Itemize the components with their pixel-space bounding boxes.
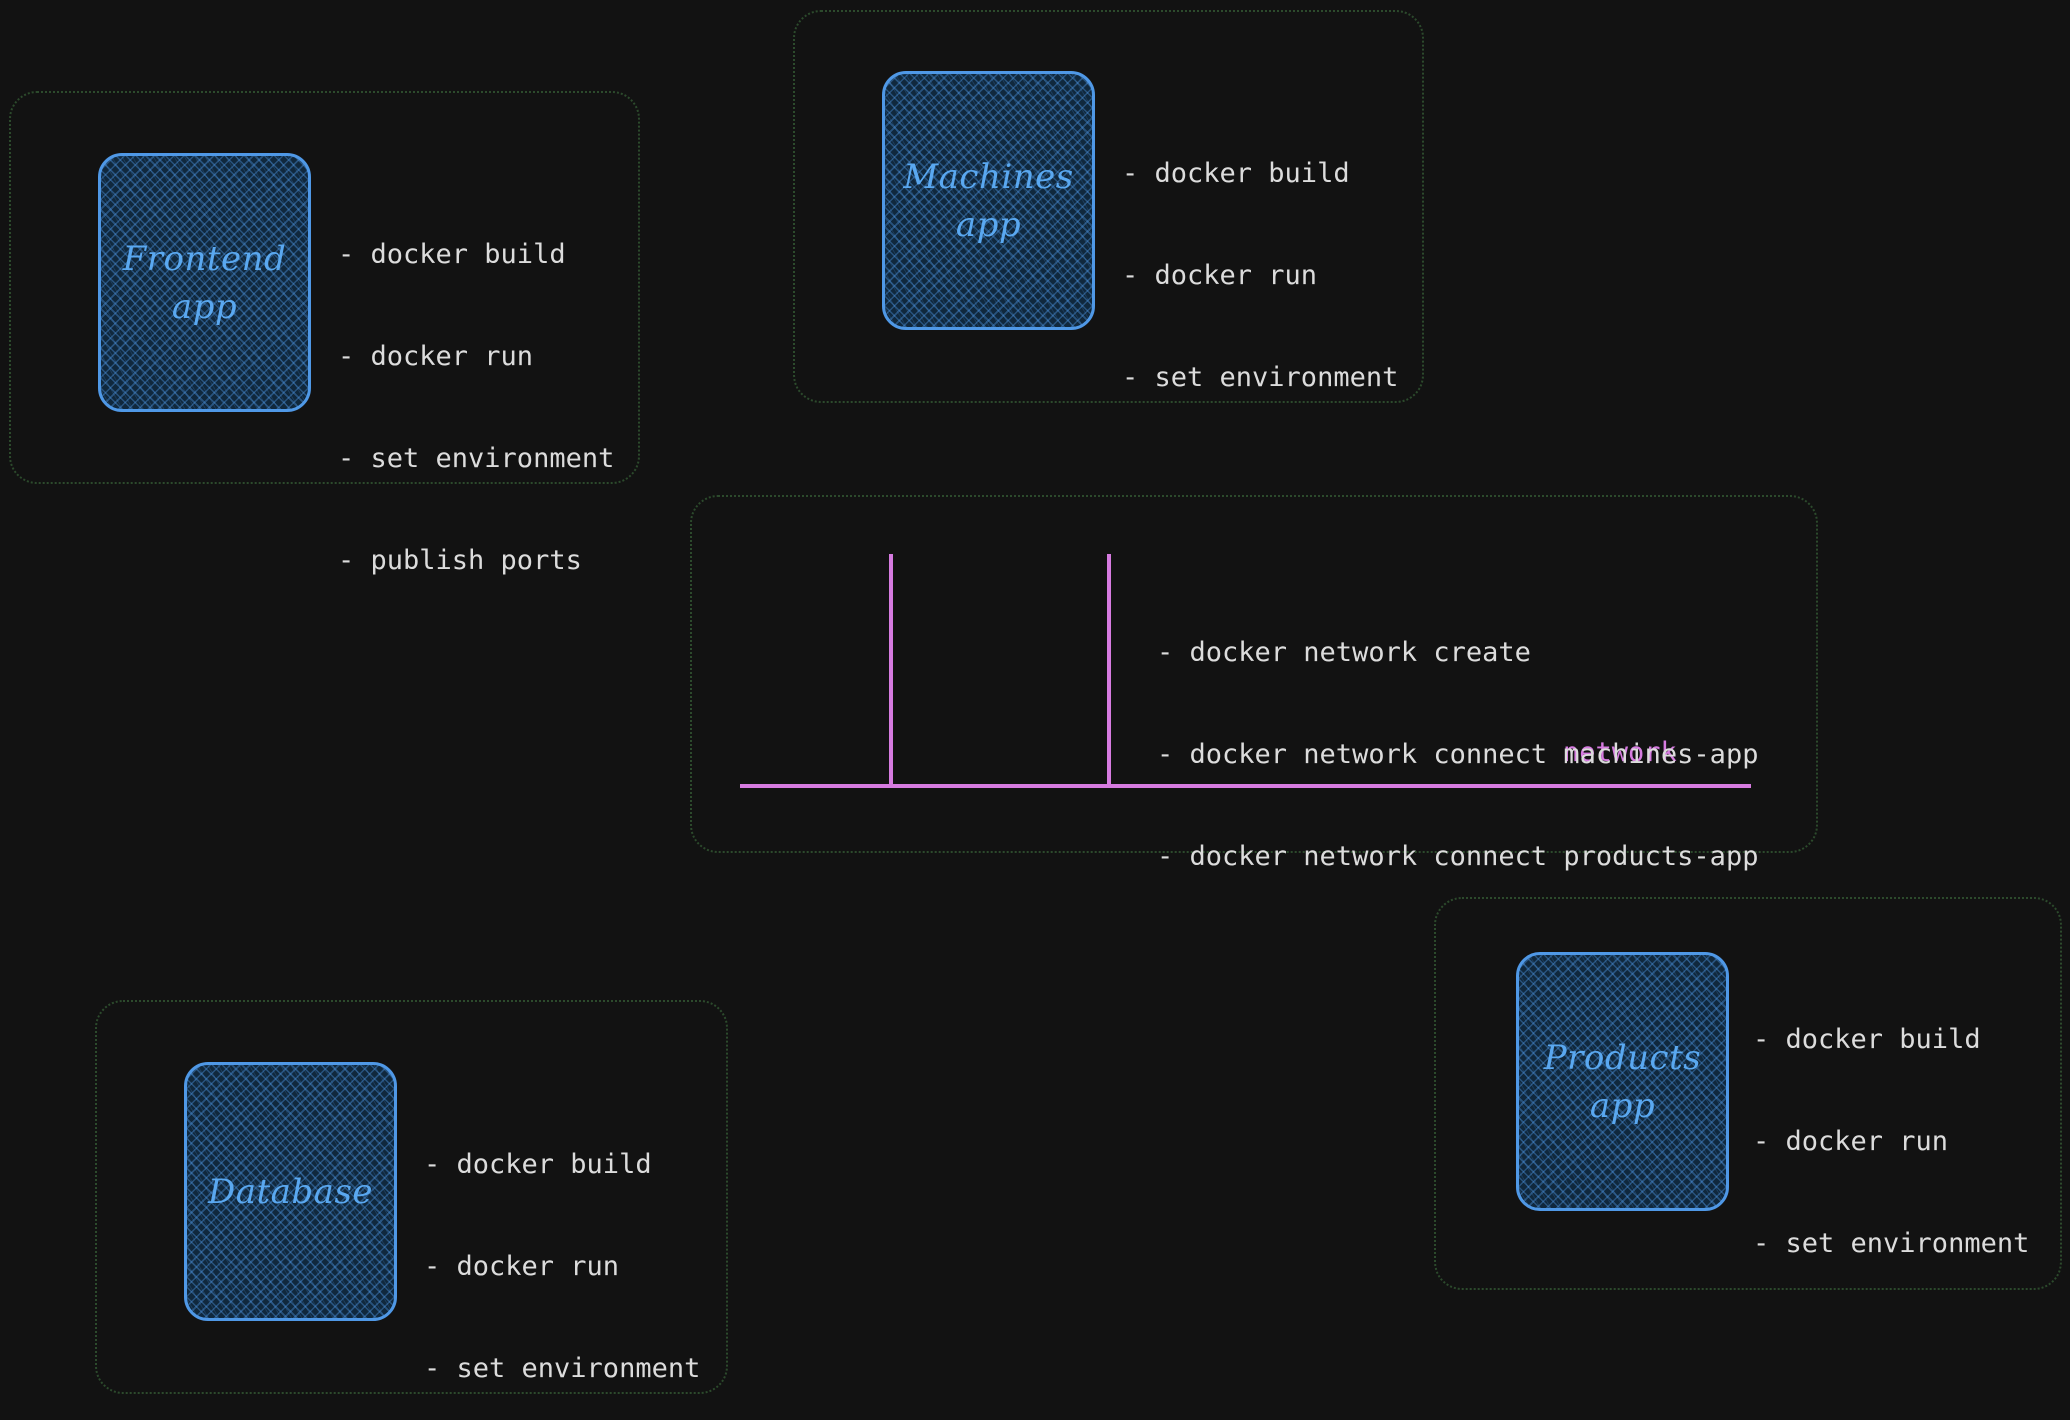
machines-steps: - docker build - docker run - set enviro… [1122,89,1398,429]
network-step: - docker network connect machines-app [1157,739,1759,770]
frontend-step: - docker build [338,239,566,270]
database-app-label: Database [207,1171,374,1212]
database-step: - docker run [424,1251,620,1282]
frontend-steps: - docker build - docker run - set enviro… [338,170,614,612]
network-group [690,495,1818,853]
network-connector-machines [889,554,893,788]
network-connector-products [1107,554,1111,788]
machines-step: - set environment [1122,362,1399,393]
database-step: - docker build [424,1149,652,1180]
products-step: - docker build [1753,1024,1981,1055]
machines-app-label: Machines app [903,156,1074,245]
machines-step: - docker run [1122,260,1318,291]
database-group [95,1000,728,1394]
frontend-step: - docker run [338,341,534,372]
machines-step: - docker build [1122,158,1350,189]
database-app-box[interactable]: Database [184,1062,397,1321]
machines-app-box[interactable]: Machines app [882,71,1095,330]
database-step: - set environment [424,1353,701,1384]
frontend-app-box[interactable]: Frontend app [98,153,311,412]
products-app-label: Products app [1543,1037,1702,1126]
network-bus-line [740,784,1751,788]
frontend-group [9,91,640,484]
network-steps: - docker network create - docker network… [1157,568,1758,908]
frontend-app-label: Frontend app [122,238,287,327]
network-step: - docker network connect products-app [1157,841,1759,872]
products-step: - set environment [1753,1228,2030,1259]
database-steps: - docker build - docker run - set enviro… [424,1080,700,1420]
products-step: - docker run [1753,1126,1949,1157]
network-step: - docker network create [1157,637,1531,668]
products-app-box[interactable]: Products app [1516,952,1729,1211]
frontend-step: - set environment [338,443,615,474]
network-label: network [1563,737,1677,768]
products-group [1434,897,2062,1290]
machines-group [793,10,1424,403]
frontend-step: - publish ports [338,545,582,576]
products-steps: - docker build - docker run - set enviro… [1753,955,2029,1295]
